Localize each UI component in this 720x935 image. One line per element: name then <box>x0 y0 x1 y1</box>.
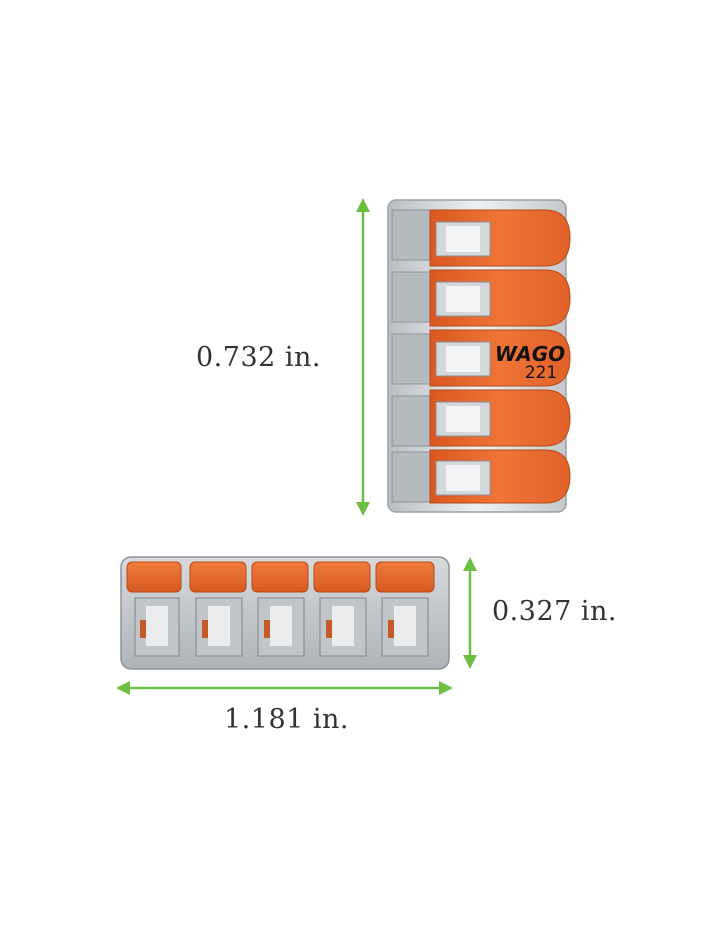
side-clamp-bodies <box>134 597 429 657</box>
width-dimension-arrow <box>116 681 453 695</box>
width-dimension-label: 1.181 in. <box>224 704 349 735</box>
clamp-windows <box>435 221 491 496</box>
height-dimension-label: 0.732 in. <box>196 342 321 373</box>
connector-side-view <box>120 556 450 670</box>
thickness-dimension-arrow <box>463 557 477 669</box>
thickness-dimension-label: 0.327 in. <box>492 596 617 627</box>
side-orange-levers <box>126 561 435 593</box>
brand-logo: WAGO <box>495 342 565 366</box>
height-dimension-arrow <box>356 198 370 516</box>
connector-top-view: WAGO 221 <box>387 199 571 513</box>
wire-entry-channels <box>391 209 435 503</box>
model-number: 221 <box>525 363 557 383</box>
